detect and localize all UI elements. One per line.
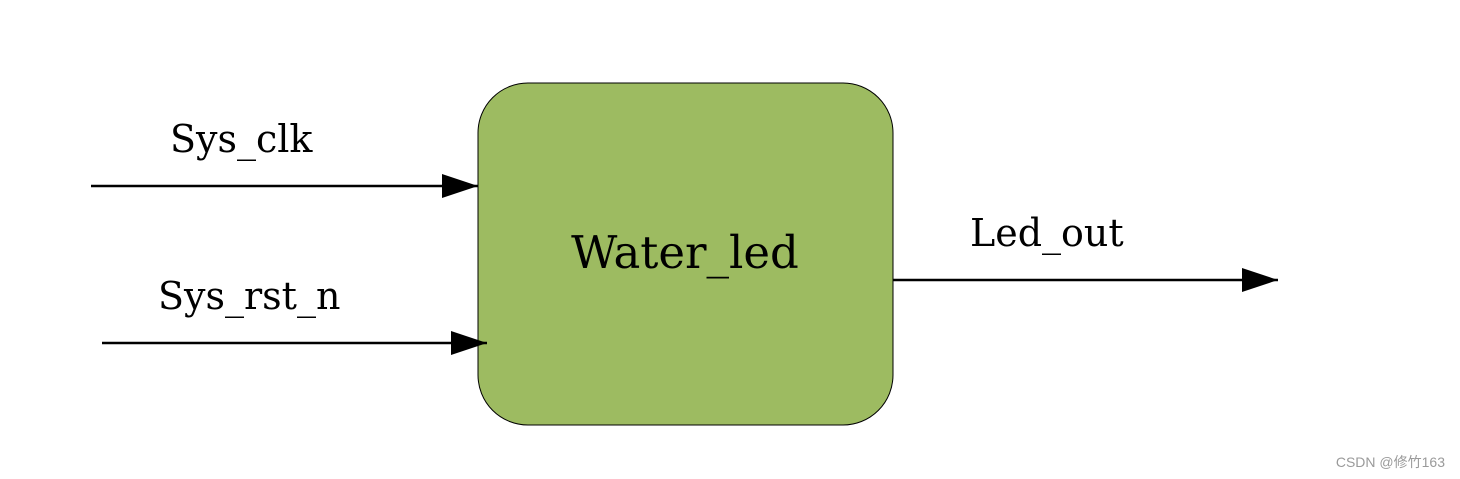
input-sys-clk: Sys_clk (91, 117, 478, 198)
output-label: Led_out (970, 211, 1124, 256)
input-sys-rst-n: Sys_rst_n (102, 274, 487, 355)
watermark-text: CSDN @修竹163 (1336, 454, 1445, 470)
module-block: Water_led (477, 82, 894, 426)
module-box (477, 82, 894, 426)
output-led-out: Led_out (893, 211, 1278, 292)
input-label: Sys_rst_n (158, 274, 340, 319)
module-name-label: Water_led (571, 226, 799, 279)
input-label: Sys_clk (170, 117, 313, 162)
